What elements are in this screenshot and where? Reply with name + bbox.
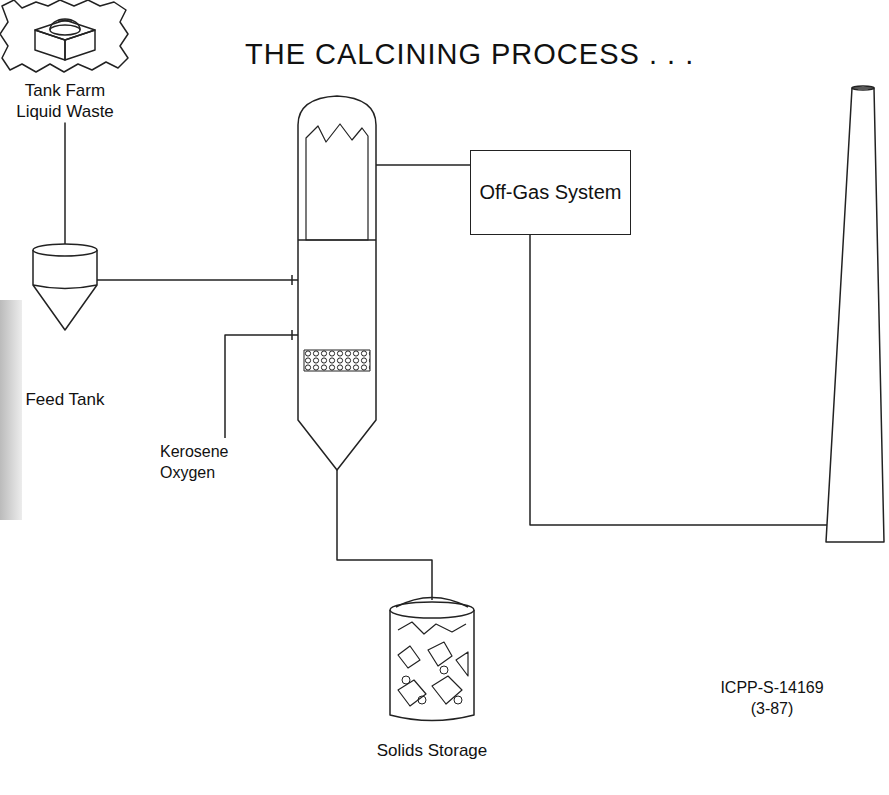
pipe-line: [64, 123, 66, 245]
distributor-plate: [304, 350, 370, 371]
stack-top: [852, 86, 874, 90]
node-label: Solids Storage: [372, 740, 492, 761]
feed-tank-vessel: [33, 244, 97, 330]
tank-farm-vault: [35, 19, 95, 60]
scan-shade: [0, 300, 22, 520]
equipment-item: Solids Storage: [372, 592, 492, 761]
input-label: Kerosene Oxygen: [160, 442, 252, 484]
calciner-vessel: [298, 96, 376, 470]
solids-storage-bin: [390, 598, 474, 721]
drawing-number: ICPP-S-14169 (3-87): [712, 678, 832, 720]
feed-line: [97, 279, 292, 281]
process-box: Off-Gas System: [470, 150, 631, 235]
equipment-item: Feed Tank: [10, 244, 120, 410]
off-gas-line: [376, 164, 470, 166]
node-label: Off-Gas System: [480, 180, 622, 205]
node-label: Tank Farm Liquid Waste: [5, 80, 125, 123]
stack-line: [530, 235, 828, 525]
calciner-cutaway: [306, 124, 368, 240]
bed-level: [298, 239, 376, 241]
node-label: Feed Tank: [10, 389, 120, 410]
fuel-line: [225, 335, 292, 438]
equipment-item: Tank Farm Liquid Waste: [5, 0, 125, 123]
solids-line: [337, 470, 432, 600]
tank-farm-burst: [0, 0, 128, 72]
diagram-title: THE CALCINING PROCESS . . .: [245, 38, 694, 71]
stack: [826, 88, 884, 542]
